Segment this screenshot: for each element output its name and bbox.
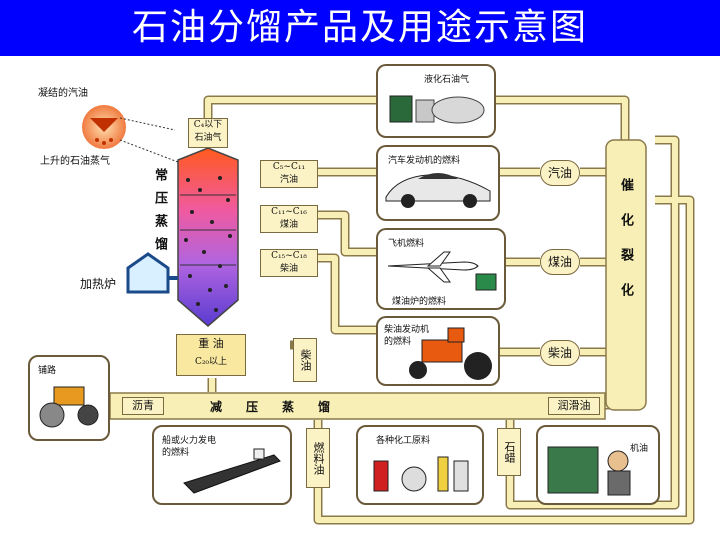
fraction-c4: C₄以下 石油气 bbox=[188, 118, 228, 148]
heavy-oil-name: 重 油 bbox=[198, 337, 224, 350]
fraction-c15: C₁₅~C₁₈ 柴油 bbox=[260, 249, 318, 277]
fraction-c11-formula: C₁₁~C₁₆ bbox=[271, 207, 307, 217]
tractor-icon bbox=[409, 327, 492, 380]
ship-icon bbox=[183, 448, 281, 494]
roller-box: 铺路 bbox=[28, 355, 110, 441]
distillation-tower bbox=[177, 147, 239, 327]
rising-vapor-label: 上升的石油蒸气 bbox=[40, 156, 110, 167]
gas-cylinder-icon bbox=[389, 95, 485, 124]
stove-label: 煤油炉的燃料 bbox=[392, 297, 447, 307]
heavy-oil-box: 重 油 C₂₀以上 bbox=[176, 334, 246, 376]
airplane-icon bbox=[387, 251, 497, 291]
diesel-product: 柴油 bbox=[540, 340, 580, 366]
mechanic-icon bbox=[547, 446, 631, 496]
tractor-label-2: 的燃料 bbox=[384, 337, 412, 347]
machine-oil-box: 机油 bbox=[536, 425, 660, 505]
road-roller-icon bbox=[39, 386, 99, 428]
furnace-label: 加热炉 bbox=[80, 277, 117, 291]
machine-oil-label: 机油 bbox=[630, 444, 649, 454]
lube-oil-label: 润滑油 bbox=[548, 397, 600, 415]
title-bar bbox=[0, 0, 720, 56]
gasoline-product: 汽油 bbox=[540, 160, 580, 186]
ship-label-2: 的燃料 bbox=[162, 448, 190, 458]
chem-box: 各种化工原料 bbox=[356, 425, 484, 505]
chemical-products-icon bbox=[373, 456, 469, 492]
asphalt-label: 沥青 bbox=[122, 397, 164, 415]
ship-box: 船或火力发电 的燃料 bbox=[152, 425, 292, 505]
tractor-label-1: 柴油发动机 bbox=[384, 325, 430, 335]
page-title: 石油分馏产品及用途示意图 bbox=[131, 7, 588, 48]
tractor-box: 柴油发动机 的燃料 bbox=[376, 316, 500, 386]
cracking-label: 催化裂化 bbox=[618, 178, 633, 318]
ship-label-1: 船或火力发电 bbox=[162, 436, 217, 446]
fraction-c15-name: 柴油 bbox=[279, 264, 298, 274]
heavy-oil-formula: C₂₀以上 bbox=[194, 357, 228, 367]
chem-label: 各种化工原料 bbox=[376, 436, 431, 446]
diesel-vertical-label: 柴油 bbox=[293, 338, 317, 382]
plane-label: 飞机燃料 bbox=[388, 239, 425, 249]
car-icon bbox=[385, 173, 491, 208]
fraction-c15-formula: C₁₅~C₁₈ bbox=[271, 251, 307, 261]
vapor-droplet-icon bbox=[82, 105, 126, 149]
lpg-label: 液化石油气 bbox=[424, 75, 470, 85]
plane-box: 飞机燃料 煤油炉的燃料 bbox=[376, 228, 506, 310]
fraction-c5: C₅~C₁₁ 汽油 bbox=[260, 160, 318, 188]
roller-label: 铺路 bbox=[38, 366, 57, 376]
tower-name: 常压蒸馏 bbox=[152, 168, 167, 260]
fraction-c5-formula: C₅~C₁₁ bbox=[272, 162, 306, 172]
car-label: 汽车发动机的燃料 bbox=[388, 156, 461, 166]
kerosene-product: 煤油 bbox=[540, 249, 580, 275]
fraction-c4-name: 石油气 bbox=[194, 133, 222, 143]
fraction-c5-name: 汽油 bbox=[279, 175, 298, 185]
fraction-c11-name: 煤油 bbox=[279, 220, 298, 230]
lpg-box: 液化石油气 bbox=[376, 64, 496, 138]
fuel-oil-label: 燃料油 bbox=[306, 428, 330, 488]
car-box: 汽车发动机的燃料 bbox=[376, 145, 500, 221]
condensed-gasoline-label: 凝结的汽油 bbox=[38, 88, 88, 99]
fraction-c4-formula: C₄以下 bbox=[193, 120, 223, 130]
vacuum-distillation-label: 减 压 蒸 馏 bbox=[210, 400, 331, 414]
furnace-icon bbox=[126, 252, 178, 294]
paraffin-label: 石蜡 bbox=[497, 428, 521, 476]
fraction-c11: C₁₁~C₁₆ 煤油 bbox=[260, 205, 318, 233]
